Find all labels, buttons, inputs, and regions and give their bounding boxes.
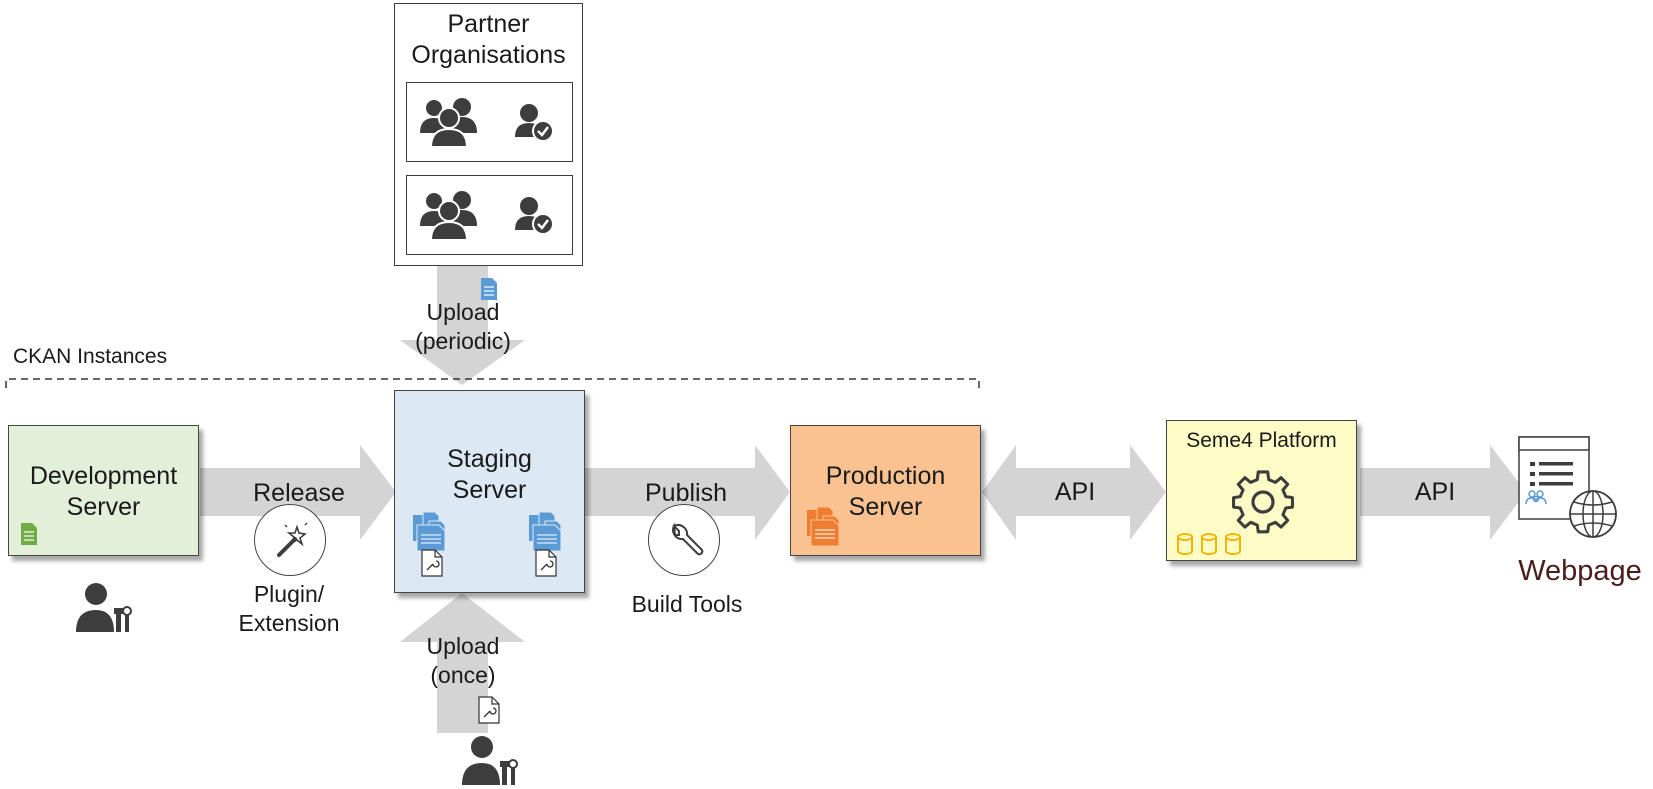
staging-line1: Staging bbox=[447, 445, 532, 473]
api-double-arrow bbox=[982, 445, 1166, 540]
database-icon bbox=[1177, 533, 1241, 555]
document-icon-green bbox=[21, 523, 37, 545]
staging-line2: Server bbox=[452, 476, 527, 505]
user-check-icon bbox=[515, 104, 554, 142]
partner-organisations-box: Partner Organisations bbox=[394, 3, 583, 266]
api-right-arrow bbox=[1360, 445, 1526, 540]
documents-stack-icon-orange bbox=[807, 506, 840, 546]
staging-server-label: Staging Server bbox=[395, 444, 584, 507]
plugin-extension-label: Plugin/ Extension bbox=[219, 580, 359, 638]
upload-periodic-line1: Upload bbox=[426, 299, 500, 325]
partner-org-card-2 bbox=[406, 175, 573, 255]
upload-periodic-arrow bbox=[400, 266, 525, 385]
config-document-icon bbox=[421, 549, 443, 577]
ckan-instances-label: CKAN Instances bbox=[13, 345, 168, 368]
documents-stack-icon-blue bbox=[529, 511, 562, 551]
partner-org-card-1 bbox=[406, 82, 573, 162]
developer-tools-icon bbox=[462, 736, 518, 785]
developer-tools-icon bbox=[76, 583, 132, 632]
user-check-icon bbox=[515, 197, 554, 235]
development-server-box: Development Server bbox=[8, 425, 199, 556]
release-arrow bbox=[200, 445, 396, 540]
partner-title-line1: Partner bbox=[447, 10, 530, 38]
development-line2: Server bbox=[66, 493, 141, 522]
magic-wand-icon bbox=[277, 522, 308, 557]
document-icon-blue bbox=[481, 278, 497, 300]
api-right-label: API bbox=[1414, 478, 1456, 506]
users-group-icon bbox=[420, 98, 477, 147]
users-group-icon bbox=[420, 191, 477, 240]
partner-title-line2: Organisations bbox=[411, 41, 566, 70]
production-line1: Production bbox=[825, 462, 946, 490]
webpage-icon bbox=[1518, 436, 1617, 538]
plugin-line2: Extension bbox=[238, 609, 340, 636]
production-server-label: Production Server bbox=[791, 461, 980, 524]
publish-arrow bbox=[585, 445, 790, 540]
wrench-icon bbox=[672, 522, 704, 556]
config-document-icon bbox=[478, 696, 500, 724]
upload-once-line2: (once) bbox=[430, 661, 496, 688]
seme4-platform-box: Seme4 Platform bbox=[1166, 420, 1357, 561]
upload-once-line1: Upload bbox=[426, 633, 500, 659]
webpage-label: Webpage bbox=[1518, 555, 1642, 587]
upload-once-label: Upload (once) bbox=[412, 632, 514, 690]
staging-server-box: Staging Server bbox=[394, 390, 585, 593]
build-tools-label: Build Tools bbox=[631, 591, 743, 617]
config-document-icon bbox=[535, 549, 557, 577]
upload-periodic-label: Upload (periodic) bbox=[412, 298, 514, 356]
documents-stack-icon-blue bbox=[413, 511, 446, 551]
development-line1: Development bbox=[29, 462, 178, 490]
production-server-box: Production Server bbox=[790, 425, 981, 556]
publish-label: Publish bbox=[645, 479, 727, 507]
plugin-line1: Plugin/ bbox=[253, 581, 325, 607]
upload-periodic-line2: (periodic) bbox=[415, 327, 511, 354]
ckan-bracket bbox=[5, 378, 980, 388]
plugin-circle bbox=[254, 504, 326, 576]
seme4-platform-title: Seme4 Platform bbox=[1186, 429, 1337, 452]
production-line2: Server bbox=[848, 493, 923, 522]
partner-title: Partner Organisations bbox=[395, 9, 582, 72]
release-label: Release bbox=[253, 479, 345, 507]
build-tools-circle bbox=[648, 504, 720, 576]
development-server-label: Development Server bbox=[9, 461, 198, 524]
api-left-label: API bbox=[1054, 478, 1096, 506]
gear-icon bbox=[1232, 470, 1294, 534]
upload-once-arrow bbox=[400, 593, 525, 733]
